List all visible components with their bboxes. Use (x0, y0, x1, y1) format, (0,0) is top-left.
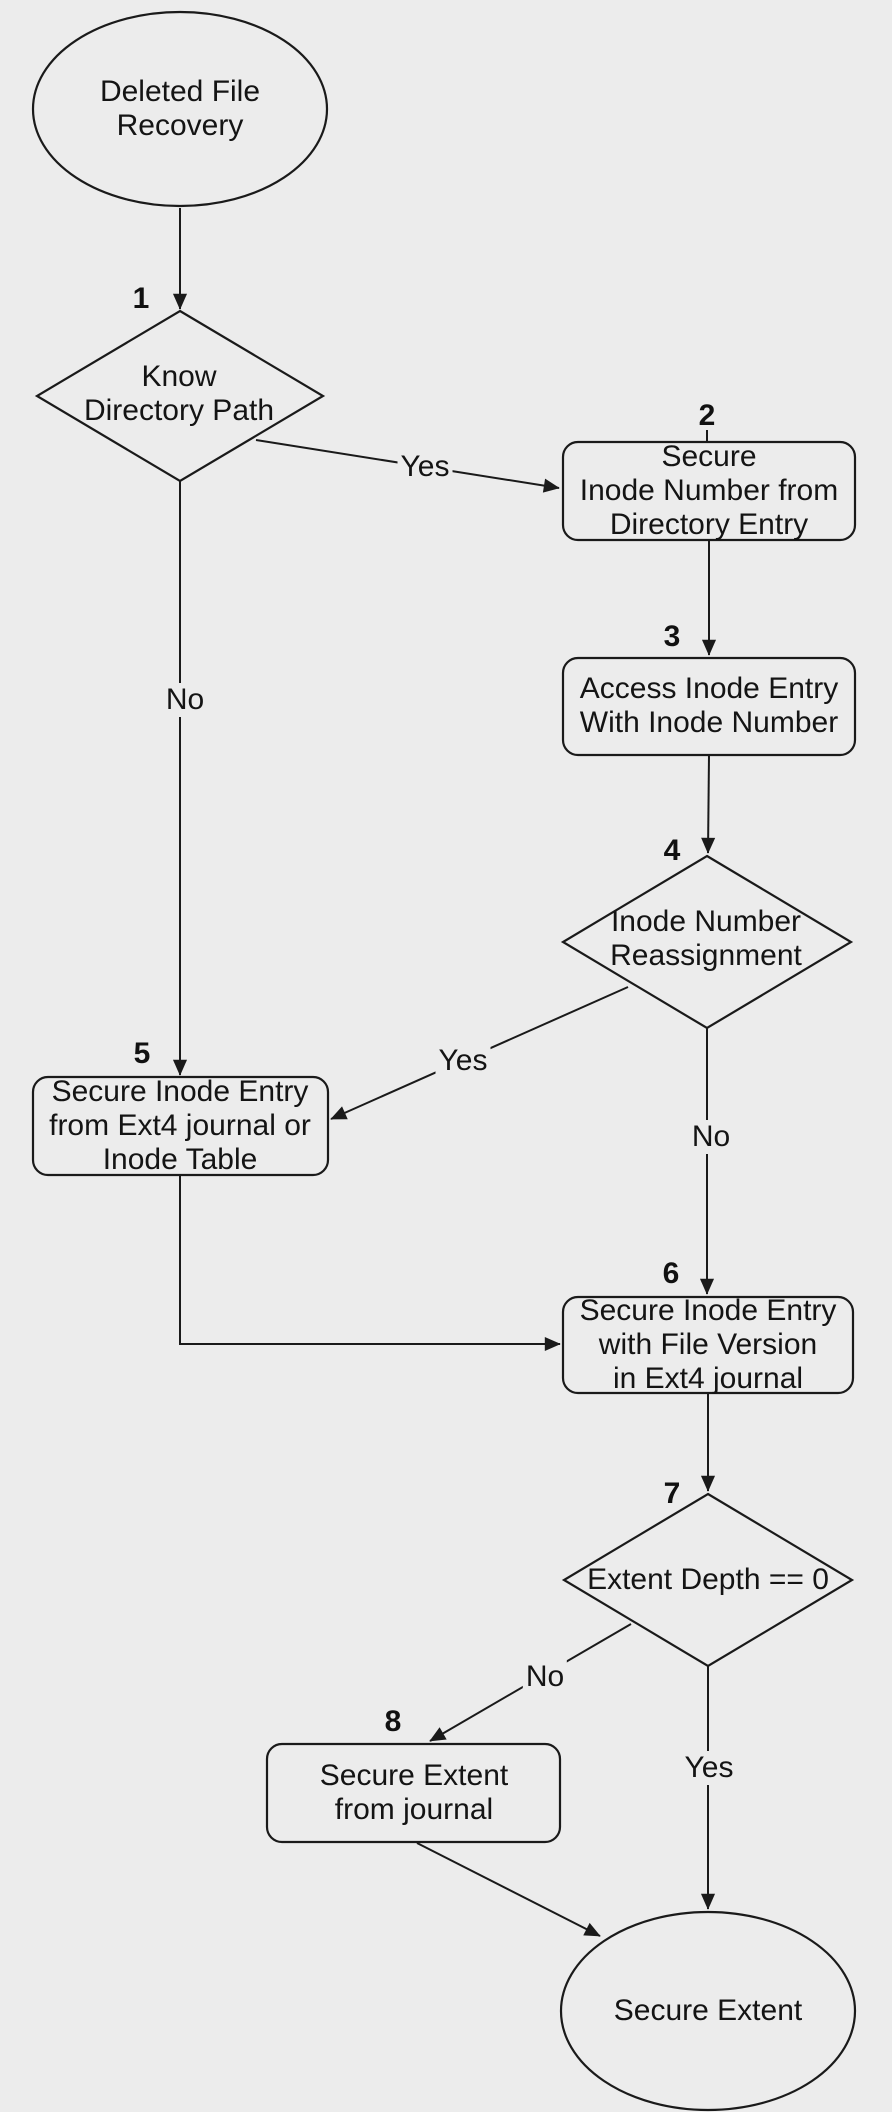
edge-secure-extent-journal-to-secure-extent (416, 1842, 601, 1937)
edge-reassignment-yes-to-secure-inode-entry (330, 986, 629, 1120)
edge-access-inode-to-reassignment (701, 754, 716, 854)
know-directory-diamond (34, 309, 326, 483)
secure-inode-entry-box (31, 1075, 330, 1177)
edge-extent-depth-no-to-secure-extent-journal (429, 1623, 632, 1742)
secure-inode-number-box (561, 440, 857, 542)
extent-depth-diamond (561, 1492, 855, 1668)
access-inode-box (561, 656, 857, 757)
file-version-box (561, 1295, 855, 1395)
end-ellipse (559, 1910, 857, 2112)
edge-secure-inode-entry-to-file-version (179, 1175, 561, 1352)
reassignment-diamond (560, 854, 854, 1030)
secure-extent-journal-box (265, 1742, 562, 1844)
start-ellipse (31, 10, 329, 208)
edge-know-directory-yes-to-secure-inode-number (255, 439, 560, 493)
